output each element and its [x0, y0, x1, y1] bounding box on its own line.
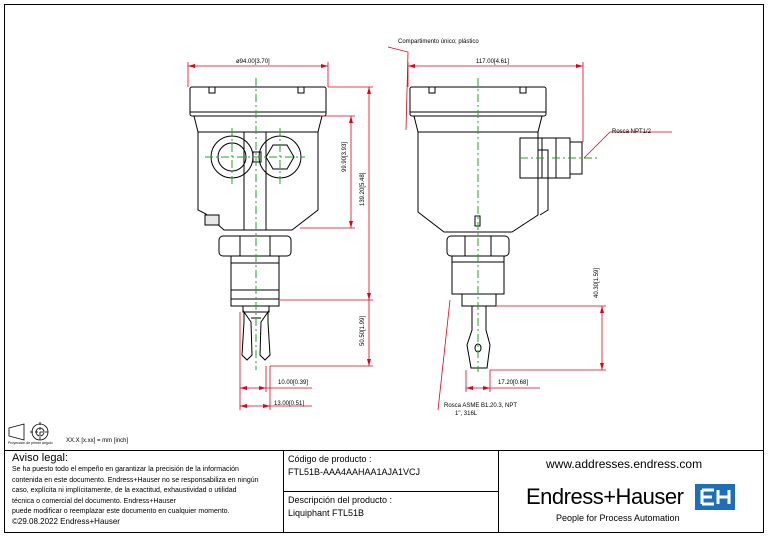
endress-hauser-logo-icon	[695, 484, 735, 510]
legal-text: Se ha puesto todo el empeño en garantiza…	[12, 465, 259, 518]
dimension-lines	[187, 46, 672, 411]
dim-10-label: 10.00[0.39]	[278, 380, 309, 386]
product-description-label: Descripción del producto :	[288, 495, 393, 505]
thread-asme-material: 1", 316L	[455, 411, 478, 417]
legal-line: Se ha puesto todo el empeño en garantiza…	[12, 466, 239, 473]
legal-title: Aviso legal:	[12, 452, 69, 464]
front-centerlines	[205, 78, 305, 370]
product-description-value: Liquiphant FTL51B	[288, 508, 365, 518]
title-block-grid	[4, 450, 764, 533]
dim-height-99-label: 99.90[3.93]	[342, 141, 348, 172]
dim-height-139-label: 139.20[5.48]	[360, 172, 366, 206]
legal-line: contenida en este documento. Endress+Hau…	[12, 476, 259, 484]
product-code-value: FTL51B-AAA4AAHAA1AJA1VCJ	[288, 467, 421, 477]
brand-logo-text: Endress+Hauser	[526, 484, 684, 509]
side-centerlines	[477, 78, 600, 372]
legal-line: técnica o comercial del documento. Endre…	[12, 497, 177, 505]
projection-caption: Proyección de primer ángulo	[8, 441, 53, 445]
brand-tagline: People for Process Automation	[556, 513, 680, 523]
dim-diameter-label: ø94.00[3.70]	[236, 59, 270, 65]
thread-npt-callout: Rosca NPT1/2	[612, 129, 652, 135]
dim-40-label: 40.30[1.59]	[594, 267, 600, 298]
dim-50-label: 50.50[1.99]	[360, 315, 366, 346]
dim-13-label: 13.00[0.51]	[274, 401, 305, 407]
compartment-callout: Compartimento único; plástico	[398, 39, 479, 45]
copyright: ©29.08.2022 Endress+Hauser	[12, 517, 120, 526]
thread-asme-callout: Rosca ASME B1.20.3, NPT	[444, 403, 518, 409]
website-link[interactable]: www.addresses.endress.com	[546, 457, 703, 471]
projection-symbol	[8, 422, 50, 442]
legal-line: puede modificar o reemplazar este docume…	[12, 508, 230, 515]
product-code-label: Código de producto :	[288, 454, 372, 464]
units-note: XX.X [x.xx] = mm [inch]	[66, 438, 129, 444]
front-view	[189, 86, 327, 361]
legal-line: caso, explícita ni implícitamente, de la…	[12, 487, 237, 494]
dim-117-label: 117.00[4.61]	[476, 59, 509, 65]
dimension-arrows	[188, 64, 604, 408]
sheet-border	[4, 4, 764, 533]
dim-17-label: 17.20[0.68]	[498, 380, 529, 386]
side-view	[409, 86, 583, 369]
